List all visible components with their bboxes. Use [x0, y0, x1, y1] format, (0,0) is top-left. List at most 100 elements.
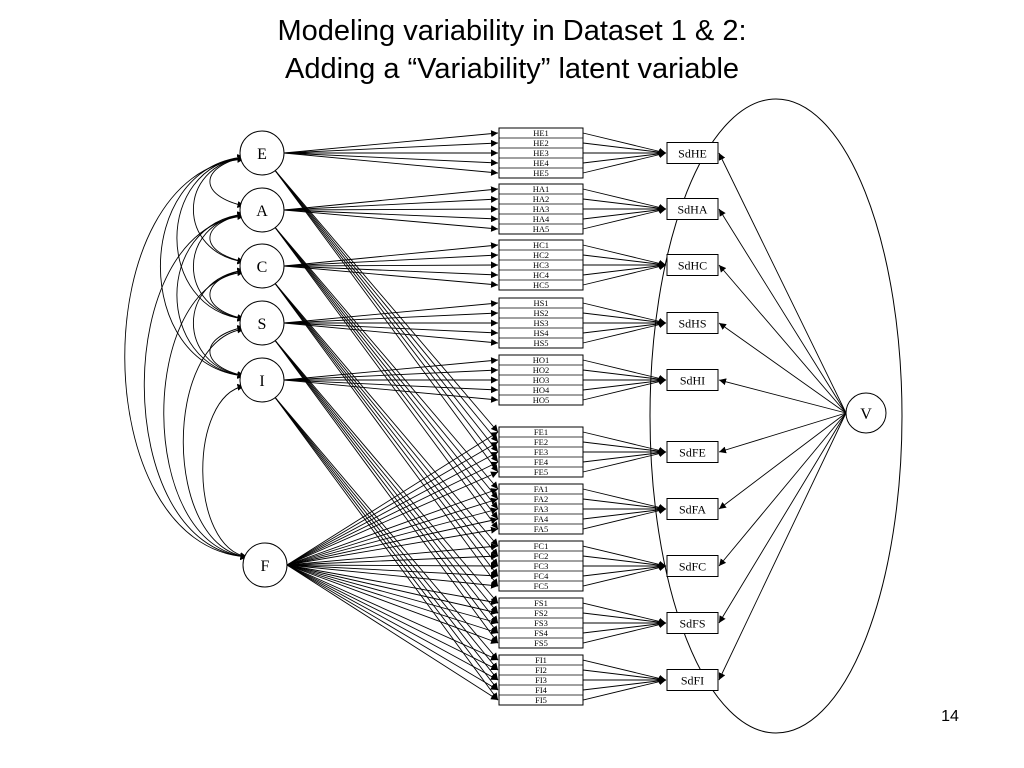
- item-label-fe5: FE5: [534, 467, 548, 477]
- loading-arrow: [274, 283, 499, 577]
- covariance-arc-8: [176, 211, 245, 379]
- loading-arrow: [283, 357, 499, 381]
- covariance-arc-12: [163, 269, 248, 560]
- item-label-fs5: FS5: [534, 638, 548, 648]
- variability-arrow: [718, 412, 847, 510]
- item-to-sd-arrow: [582, 620, 667, 634]
- method-loading-arrow: [286, 564, 499, 661]
- item-label-hs5: HS5: [533, 338, 548, 348]
- item-to-sd-arrow: [582, 206, 667, 220]
- loading-arrow: [283, 195, 499, 211]
- item-to-sd-arrow: [582, 320, 667, 334]
- loading-arrow: [274, 283, 499, 547]
- sd-box-sdhi: [666, 369, 719, 391]
- item-label-he1: HE1: [533, 128, 549, 138]
- loading-arrow: [274, 397, 499, 671]
- factor-a-circle: [239, 187, 285, 233]
- loading-arrow: [274, 340, 499, 614]
- sd-label-sdhi: SdHI: [680, 374, 705, 388]
- item-to-sd-arrow: [582, 602, 667, 625]
- item-to-sd-arrow: [582, 254, 667, 268]
- title-line-2: Adding a “Variability” latent variable: [284, 53, 740, 85]
- item-box-fe: [498, 426, 584, 478]
- method-loading-arrow: [286, 564, 499, 644]
- factor-f-circle: [242, 542, 288, 588]
- item-label-he5: HE5: [533, 168, 549, 178]
- item-label-fa1: FA1: [534, 484, 549, 494]
- variability-arrow: [718, 412, 847, 681]
- method-loading-arrow: [286, 497, 499, 566]
- item-to-sd-arrow: [582, 450, 667, 473]
- factor-v-label: V: [860, 406, 872, 423]
- method-loading-arrow: [286, 564, 499, 625]
- loading-arrow: [274, 170, 499, 453]
- method-loading-arrow: [286, 441, 499, 566]
- item-label-hs3: HS3: [533, 318, 548, 328]
- item-label-fe2: FE2: [534, 437, 548, 447]
- slide-title: Modeling variability in Dataset 1 & 2: A…: [0, 12, 1024, 88]
- loading-arrow: [274, 170, 499, 443]
- loading-arrow: [283, 300, 499, 324]
- item-label-ho1: HO1: [533, 355, 550, 365]
- factor-v-circle: [845, 392, 887, 434]
- item-to-sd-arrow: [582, 564, 667, 587]
- covariance-arc-5: [124, 155, 248, 561]
- item-box-hs: [498, 297, 584, 349]
- sd-box-sdhe: [666, 142, 719, 164]
- item-label-fc5: FC5: [534, 581, 549, 591]
- sd-label-sdfa: SdFA: [679, 503, 706, 517]
- item-label-hc4: HC4: [533, 270, 550, 280]
- loading-arrow: [283, 309, 499, 324]
- item-label-fs3: FS3: [534, 618, 548, 628]
- item-to-sd-arrow: [582, 378, 667, 401]
- factor-c-label: C: [257, 259, 268, 276]
- item-to-sd-arrow: [582, 659, 667, 682]
- item-label-ho3: HO3: [533, 375, 550, 385]
- item-box-fs: [498, 597, 584, 649]
- method-loading-arrow: [286, 552, 499, 566]
- item-label-fc4: FC4: [534, 571, 549, 581]
- item-label-ha1: HA1: [533, 184, 550, 194]
- loading-arrow: [274, 227, 499, 490]
- item-label-fe3: FE3: [534, 447, 548, 457]
- item-label-he3: HE3: [533, 148, 549, 158]
- loading-arrow: [274, 397, 499, 691]
- loading-arrow: [283, 209, 499, 223]
- method-loading-arrow: [286, 431, 499, 566]
- variability-arrow: [718, 412, 847, 454]
- item-to-sd-arrow: [582, 669, 667, 683]
- covariance-arc-6: [209, 212, 245, 264]
- item-to-sd-arrow: [582, 151, 667, 174]
- loading-arrow: [283, 265, 499, 288]
- covariance-arc-9: [143, 213, 248, 560]
- sd-box-sdfs: [666, 612, 719, 634]
- loading-arrow: [274, 397, 499, 661]
- variability-arrow: [718, 208, 847, 414]
- item-label-he2: HE2: [533, 138, 549, 148]
- variability-arrow: [718, 378, 847, 414]
- item-label-fc3: FC3: [534, 561, 549, 571]
- item-label-fi1: FI1: [535, 655, 547, 665]
- title-line-1: Modeling variability in Dataset 1 & 2:: [277, 15, 747, 47]
- method-loading-arrow: [286, 488, 499, 566]
- item-label-fa3: FA3: [534, 504, 549, 514]
- item-to-sd-arrow: [582, 244, 667, 267]
- item-label-fe4: FE4: [534, 457, 549, 467]
- item-box-hc: [498, 239, 584, 291]
- item-label-fe1: FE1: [534, 427, 548, 437]
- variability-ellipse: [649, 98, 903, 734]
- item-to-sd-arrow: [582, 441, 667, 455]
- item-label-ho2: HO2: [533, 365, 550, 375]
- sd-label-sdha: SdHA: [677, 203, 707, 217]
- method-loading-arrow: [286, 564, 499, 635]
- method-loading-arrow: [286, 517, 499, 566]
- item-label-fc2: FC2: [534, 551, 549, 561]
- loading-arrow: [274, 283, 499, 557]
- loading-arrow: [274, 283, 499, 567]
